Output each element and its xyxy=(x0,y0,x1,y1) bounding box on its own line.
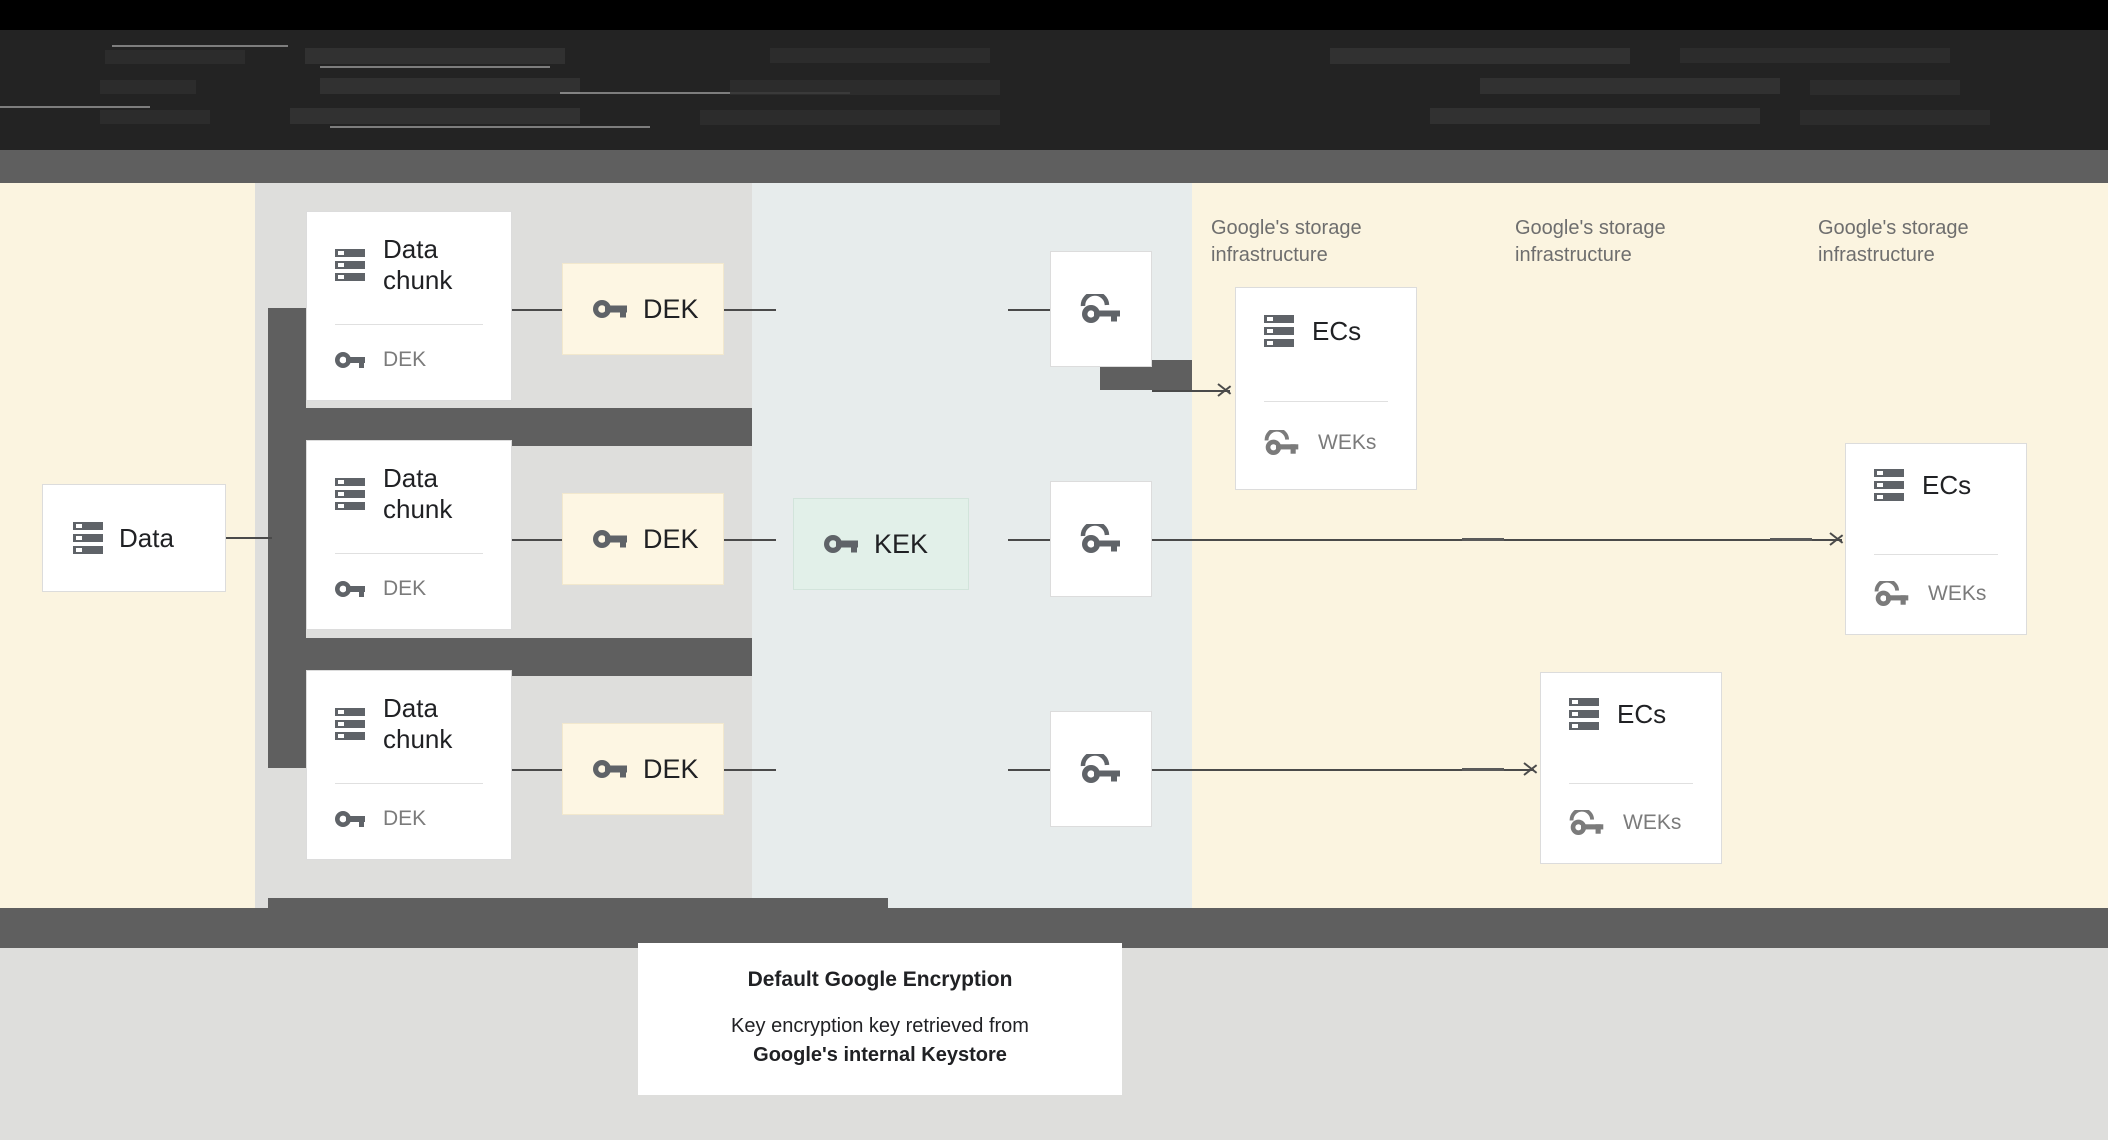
data-chunk-card[interactable]: Data chunk DEK xyxy=(306,440,512,630)
connector-data-to-bracket xyxy=(226,537,272,539)
storage-icon xyxy=(1874,468,1904,502)
caption-line-2: Google's internal Keystore xyxy=(753,1044,1007,1066)
dek-label: DEK xyxy=(643,293,699,324)
dek-label: DEK xyxy=(643,753,699,784)
wrapped-key-icon xyxy=(1080,294,1122,324)
dek-chip[interactable]: DEK xyxy=(562,493,724,585)
wrapped-key-tile[interactable] xyxy=(1050,251,1152,367)
data-source-label: Data xyxy=(119,522,174,553)
ecs-label: ECs xyxy=(1922,469,1972,500)
data-chunk-card[interactable]: Data chunk DEK xyxy=(306,211,512,401)
connector-to-wek1 xyxy=(1008,309,1052,311)
wrapped-key-icon xyxy=(1569,810,1605,836)
dek-chip[interactable]: DEK xyxy=(562,723,724,815)
connector-chunk2-dek xyxy=(512,539,562,541)
weks-label: WEKs xyxy=(1928,582,1987,605)
caption-line-1: Key encryption key retrieved from xyxy=(731,1015,1029,1037)
bracket-arm-mid xyxy=(268,638,752,676)
data-chunk-label: Data chunk xyxy=(383,463,453,524)
storage-icon xyxy=(335,477,365,511)
arrowhead-icon xyxy=(1830,531,1844,547)
weks-label: WEKs xyxy=(1318,431,1377,454)
connector-chunk1-dek xyxy=(512,309,562,311)
weks-label: WEKs xyxy=(1623,811,1682,834)
card-divider xyxy=(335,324,483,325)
key-icon xyxy=(593,298,627,320)
arrow-wek3-to-ecs3 xyxy=(1152,769,1534,771)
arrowhead-icon xyxy=(1218,382,1232,398)
redacted-header-strip xyxy=(0,30,2108,150)
storage-icon xyxy=(73,521,103,555)
storage-infrastructure-label: Google's storage infrastructure xyxy=(1818,217,1969,266)
ecs-card[interactable]: ECs WEKs xyxy=(1540,672,1722,864)
wrapped-key-icon xyxy=(1874,581,1910,607)
wrapped-key-tile[interactable] xyxy=(1050,481,1152,597)
key-icon xyxy=(335,579,365,599)
arrow-segment-accent xyxy=(1462,538,1504,541)
kek-chip[interactable]: KEK xyxy=(793,498,969,590)
key-icon xyxy=(824,533,858,555)
card-divider xyxy=(1874,554,1998,555)
caption-title: Default Google Encryption xyxy=(747,968,1013,991)
bracket-arm-top xyxy=(268,408,752,446)
key-icon xyxy=(593,758,627,780)
connector-chunk3-dek xyxy=(512,769,562,771)
storage-icon xyxy=(335,248,365,282)
wrapped-key-icon xyxy=(1264,430,1300,456)
key-icon xyxy=(593,528,627,550)
storage-infrastructure-label: Google's storage infrastructure xyxy=(1515,217,1666,266)
caption-body: Key encryption key retrieved from Google… xyxy=(731,1012,1029,1070)
arrow-segment-accent xyxy=(1770,538,1812,541)
key-icon xyxy=(335,350,365,370)
data-chunk-label: Data chunk xyxy=(383,234,453,295)
connector-dek3-right xyxy=(724,769,776,771)
connector-dek1-right xyxy=(724,309,776,311)
data-chunk-key-label: DEK xyxy=(383,348,427,371)
card-divider xyxy=(335,783,483,784)
ecs-label: ECs xyxy=(1312,315,1362,346)
kek-label: KEK xyxy=(874,528,929,559)
storage-icon xyxy=(335,707,365,741)
card-divider xyxy=(335,553,483,554)
data-source-card[interactable]: Data xyxy=(42,484,226,592)
card-divider xyxy=(1569,783,1693,784)
data-chunk-label: Data chunk xyxy=(383,693,453,754)
data-chunk-card[interactable]: Data chunk DEK xyxy=(306,670,512,860)
storage-icon xyxy=(1569,697,1599,731)
top-divider-bar xyxy=(0,150,2108,183)
bracket-arm-bottom xyxy=(268,898,888,922)
data-chunk-key-label: DEK xyxy=(383,577,427,600)
card-divider xyxy=(1264,401,1388,402)
ecs-card[interactable]: ECs WEKs xyxy=(1845,443,2027,635)
connector-to-wek3 xyxy=(1008,769,1052,771)
connector-kek-to-wek2 xyxy=(1008,539,1052,541)
caption-box: Default Google Encryption Key encryption… xyxy=(638,943,1122,1095)
bracket-vertical xyxy=(268,308,306,768)
ecs-label: ECs xyxy=(1617,698,1667,729)
arrow-segment-accent xyxy=(1462,768,1504,771)
dek-chip[interactable]: DEK xyxy=(562,263,724,355)
storage-icon xyxy=(1264,314,1294,348)
wrapped-key-icon xyxy=(1080,754,1122,784)
dek-label: DEK xyxy=(643,523,699,554)
data-chunk-key-label: DEK xyxy=(383,807,427,830)
connector-dek2-right xyxy=(724,539,776,541)
wrapped-key-tile[interactable] xyxy=(1050,711,1152,827)
arrow-wek1-to-ecs1 xyxy=(1152,390,1230,392)
storage-infrastructure-label: Google's storage infrastructure xyxy=(1211,217,1362,266)
arrowhead-icon xyxy=(1524,761,1538,777)
ecs-card[interactable]: ECs WEKs xyxy=(1235,287,1417,490)
wrapped-key-icon xyxy=(1080,524,1122,554)
key-icon xyxy=(335,809,365,829)
